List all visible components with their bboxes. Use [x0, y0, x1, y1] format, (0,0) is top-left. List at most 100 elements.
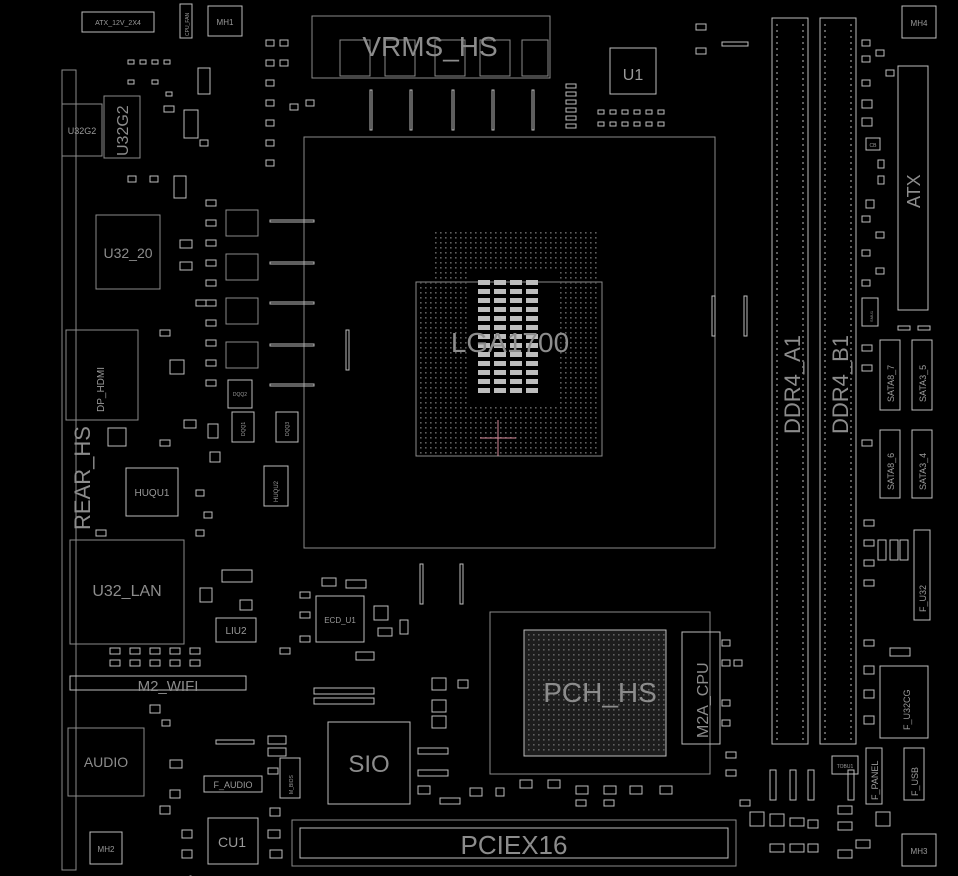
u1-chip: U1 — [609, 47, 657, 95]
smd-part — [861, 215, 871, 223]
smd-part — [149, 647, 161, 655]
huqu2-label: HUQU2 — [274, 480, 280, 502]
sio-chip: SIO — [327, 721, 411, 805]
smd-part — [417, 747, 449, 755]
sata8-7-port: SATA8_7 — [879, 339, 901, 411]
smd-part — [609, 121, 617, 127]
smd-part — [265, 39, 275, 47]
huqu1-label: HUQU1 — [134, 488, 169, 499]
smd-part — [369, 89, 373, 131]
vrm-heatsink: VRMS_HS — [311, 15, 551, 79]
smd-part — [863, 539, 875, 547]
smd-part — [565, 99, 577, 105]
dqq1-label: DQQ1 — [241, 422, 247, 436]
smd-part — [451, 89, 455, 131]
smd-part — [313, 687, 375, 695]
pch-heatsink: PCH_HS — [489, 611, 711, 775]
smd-part — [807, 843, 819, 853]
smd-part — [203, 511, 213, 519]
smd-part — [645, 121, 653, 127]
smd-part — [161, 719, 171, 727]
smd-part — [733, 659, 743, 667]
mh2-mount-hole: MH2 — [89, 831, 123, 865]
smd-part — [305, 99, 315, 107]
smd-part — [169, 359, 185, 375]
smd-part — [495, 787, 505, 797]
smd-part — [179, 239, 193, 249]
smd-part — [205, 319, 217, 327]
smd-part — [711, 295, 716, 337]
smd-part — [431, 699, 447, 713]
pchhs-label: PCH_HS — [543, 677, 657, 708]
faudio-label: F_AUDIO — [213, 780, 252, 790]
smd-part — [169, 789, 181, 799]
pciex16-label: PCIEX16 — [461, 830, 568, 860]
smd-part — [199, 587, 213, 603]
smd-part — [769, 813, 785, 827]
smd-part — [431, 715, 447, 729]
smd-part — [265, 139, 275, 147]
smd-part — [417, 769, 449, 777]
f-u32cg-header: F_U32CG — [879, 665, 929, 739]
smd-part — [739, 799, 751, 807]
smd-part — [205, 279, 217, 287]
huqu1-chip: HUQU1 — [125, 467, 179, 517]
smd-part — [519, 779, 533, 789]
sata3-4-port: SATA3_4 — [911, 429, 933, 499]
smd-part — [565, 83, 577, 89]
smd-part — [633, 109, 641, 115]
smd-part — [885, 69, 895, 77]
smd-part — [863, 579, 875, 587]
smd-part — [267, 735, 287, 745]
smd-part — [169, 759, 183, 769]
smd-part — [597, 121, 605, 127]
smd-part — [269, 383, 315, 387]
smd-part — [109, 659, 121, 667]
smd-part — [749, 811, 765, 827]
smd-part — [345, 329, 350, 371]
f-usb-header: F_USB — [903, 747, 925, 801]
atx-label: ATX — [904, 174, 924, 208]
smd-part — [205, 359, 217, 367]
sata34-label: SATA3_4 — [918, 453, 928, 490]
smd-part — [107, 427, 127, 447]
u32-20-port: U32_20 — [95, 214, 161, 290]
fu32cg-label: F_U32CG — [902, 689, 912, 730]
smd-part — [769, 843, 785, 853]
smd-part — [659, 785, 673, 795]
smd-part — [195, 529, 205, 537]
smd-part — [151, 59, 159, 65]
atx12v-label: ATX_12V_2X4 — [95, 20, 141, 27]
smd-part — [221, 569, 253, 583]
sata87-label: SATA8_7 — [886, 365, 896, 402]
smd-part — [875, 811, 891, 827]
smd-part — [861, 55, 871, 63]
f-panel-header: F_PANEL — [865, 747, 883, 805]
smd-part — [195, 299, 207, 307]
sata3-5-port: SATA3_5 — [911, 339, 933, 411]
f-audio-header: F_AUDIO — [203, 775, 263, 793]
smd-part — [239, 599, 253, 611]
sata35-label: SATA3_5 — [918, 365, 928, 402]
smd-part — [603, 799, 615, 807]
mh1-mount-hole: MH1 — [207, 5, 243, 37]
smd-part — [269, 343, 315, 347]
smd-part — [205, 239, 217, 247]
dp-hdmi-port: DP_HDMI — [65, 329, 139, 421]
smd-part — [863, 665, 875, 675]
smd-part — [861, 99, 873, 109]
smd-part — [265, 119, 275, 127]
smd-part — [199, 139, 209, 147]
smd-part — [721, 659, 731, 667]
smd-part — [417, 785, 431, 795]
smd-part — [861, 79, 871, 87]
smd-part — [205, 219, 217, 227]
smd-part — [861, 39, 871, 47]
fusb-label: F_USB — [910, 767, 920, 796]
smd-part — [267, 829, 281, 839]
smd-part — [861, 344, 873, 352]
smd-part — [169, 659, 181, 667]
ecdu1-label: ECD_U1 — [324, 616, 356, 625]
cpu-fan-header: CPU_FAN — [179, 3, 193, 39]
atx-power-connector: ATX — [897, 65, 929, 311]
